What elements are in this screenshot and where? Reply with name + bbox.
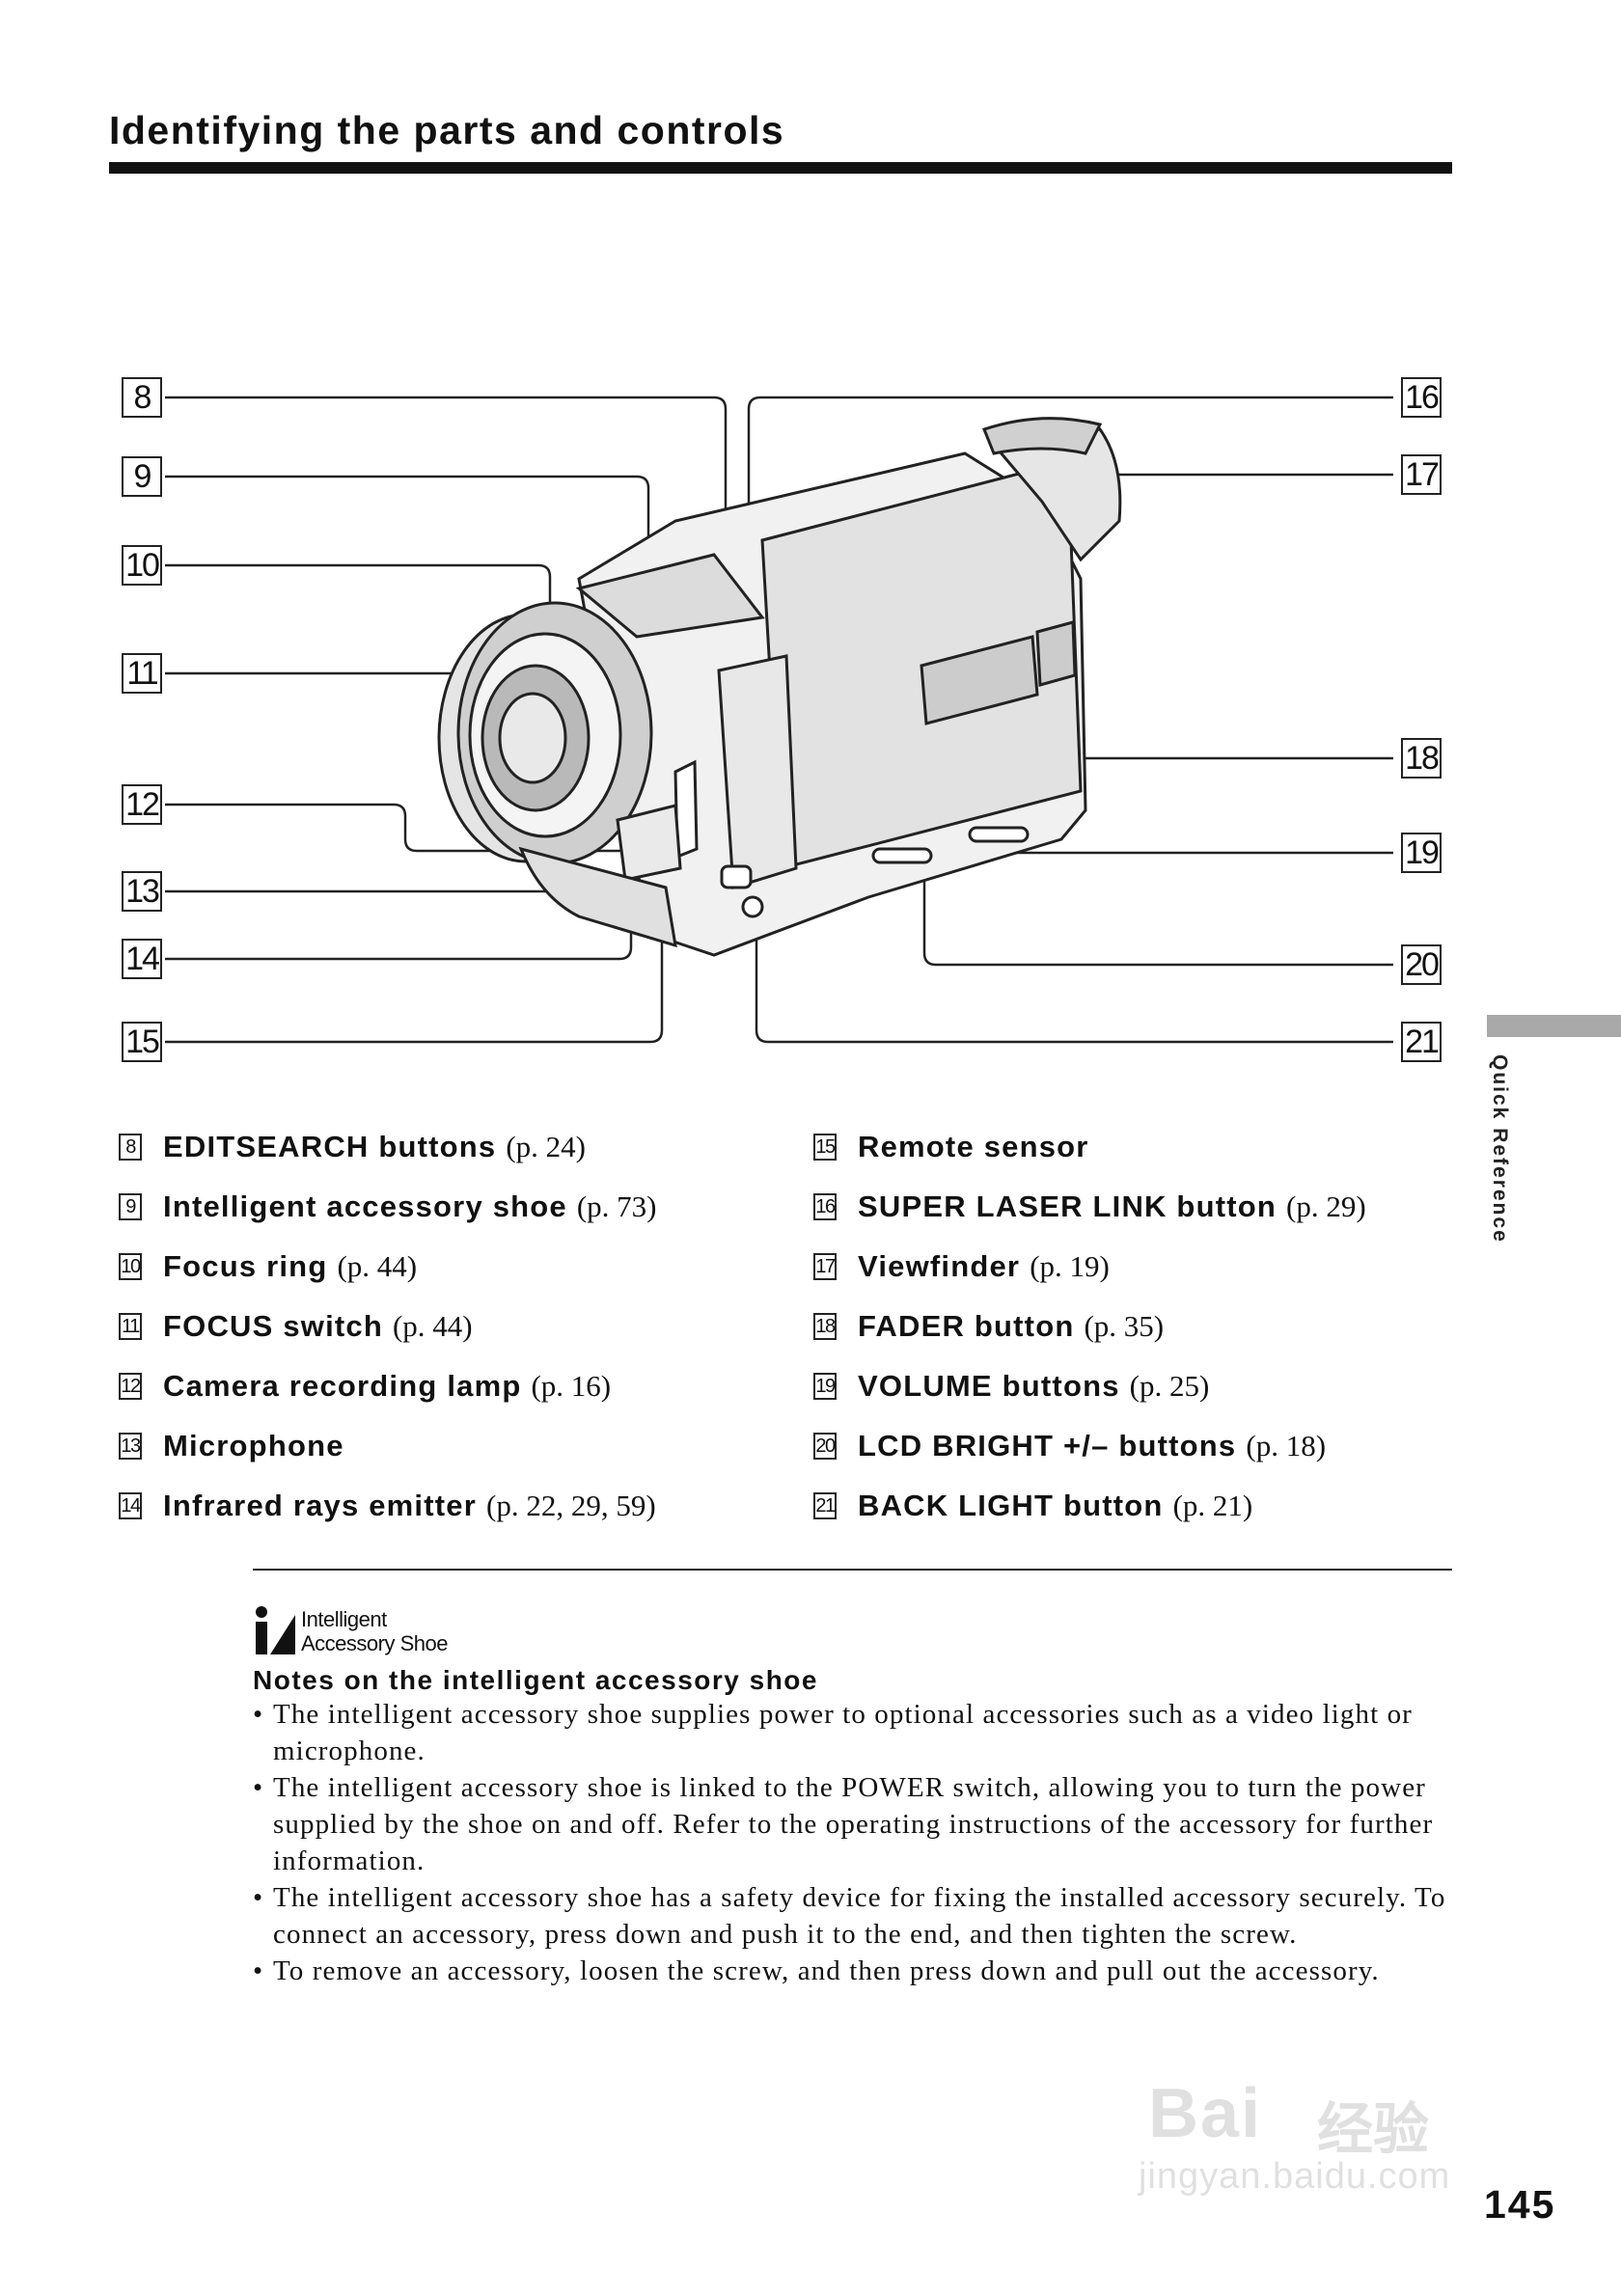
part-name: Remote sensor — [858, 1130, 1089, 1163]
page-title: Identifying the parts and controls — [109, 108, 785, 152]
item-number: 11 — [119, 1313, 142, 1340]
item-number: 18 — [813, 1313, 837, 1340]
note-item: The intelligent accessory shoe has a saf… — [253, 1879, 1459, 1953]
callout-13: 13 — [122, 871, 162, 912]
callout-20: 20 — [1401, 944, 1442, 985]
callout-18: 18 — [1401, 738, 1442, 779]
list-item: 20 LCD BRIGHT +/– buttons (p. 18) — [813, 1416, 1366, 1476]
camcorder-diagram: 8 9 10 11 12 13 14 15 16 17 18 19 20 21 — [0, 0, 1621, 1080]
page-reference: (p. 24) — [506, 1130, 587, 1163]
callout-21: 21 — [1401, 1022, 1442, 1062]
page-number: 145 — [1484, 2182, 1556, 2227]
item-number: 19 — [813, 1373, 837, 1400]
item-number: 16 — [813, 1193, 837, 1220]
item-number: 15 — [813, 1134, 837, 1161]
info-i-icon — [256, 1606, 295, 1654]
note-item: To remove an accessory, loosen the screw… — [253, 1953, 1459, 1989]
part-name: FADER button — [858, 1309, 1075, 1343]
part-name: Intelligent accessory shoe — [163, 1189, 567, 1223]
callout-9: 9 — [122, 456, 162, 497]
item-number: 17 — [813, 1253, 837, 1280]
part-name: LCD BRIGHT +/– buttons — [858, 1429, 1237, 1462]
notes-list: The intelligent accessory shoe supplies … — [253, 1696, 1459, 1989]
part-name: Microphone — [163, 1429, 344, 1462]
callout-11: 11 — [122, 653, 162, 694]
list-item: 15 Remote sensor — [813, 1117, 1366, 1177]
item-number: 8 — [119, 1134, 142, 1161]
item-number: 20 — [813, 1433, 837, 1460]
section-label: Quick Reference — [1489, 1054, 1511, 1244]
part-name: Camera recording lamp — [163, 1369, 522, 1403]
page-reference: (p. 29) — [1286, 1189, 1366, 1223]
parts-list-left: 8 EDITSEARCH buttons (p. 24) 9 Intelligent … — [119, 1117, 657, 1536]
item-number: 13 — [119, 1433, 142, 1460]
callout-16: 16 — [1401, 377, 1442, 418]
page-reference: (p. 73) — [576, 1189, 657, 1223]
list-item: 13 Microphone — [119, 1416, 657, 1476]
callout-10: 10 — [122, 545, 162, 586]
part-name: VOLUME buttons — [858, 1369, 1120, 1403]
page-reference: (p. 25) — [1129, 1369, 1210, 1403]
part-name: SUPER LASER LINK button — [858, 1189, 1278, 1223]
list-item: 16 SUPER LASER LINK button(p. 29) — [813, 1177, 1366, 1237]
page-reference: (p. 44) — [337, 1249, 418, 1283]
logo-text: Intelligent Accessory Shoe — [301, 1607, 448, 1655]
logo-line-2: Accessory Shoe — [301, 1631, 448, 1655]
page-reference: (p. 18) — [1246, 1429, 1327, 1462]
list-item: 10 Focus ring (p. 44) — [119, 1237, 657, 1297]
list-item: 19 VOLUME buttons (p. 25) — [813, 1356, 1366, 1416]
part-name: Infrared rays emitter — [163, 1489, 477, 1522]
camcorder-illustration — [165, 396, 1393, 1044]
part-name: EDITSEARCH buttons — [163, 1130, 497, 1163]
page-reference: (p. 44) — [392, 1309, 473, 1343]
page-reference: (p. 35) — [1084, 1309, 1165, 1343]
callout-19: 19 — [1401, 833, 1442, 873]
watermark-text: 经验 — [1317, 2096, 1430, 2162]
baidu-watermark: Bai 经验 jingyan.baidu.com — [1139, 2074, 1525, 2200]
list-item: 21 BACK LIGHT button(p. 21) — [813, 1476, 1366, 1536]
list-item: 14 Infrared rays emitter (p. 22, 29, 59) — [119, 1476, 657, 1536]
page-reference: (p. 22, 29, 59) — [486, 1489, 656, 1522]
part-name: Focus ring — [163, 1249, 328, 1283]
list-item: 9 Intelligent accessory shoe (p. 73) — [119, 1177, 657, 1237]
callout-14: 14 — [122, 939, 162, 979]
callout-15: 15 — [122, 1022, 162, 1062]
callout-8: 8 — [122, 377, 162, 418]
list-item: 12 Camera recording lamp (p. 16) — [119, 1356, 657, 1416]
part-name: BACK LIGHT button — [858, 1489, 1164, 1522]
list-item: 8 EDITSEARCH buttons (p. 24) — [119, 1117, 657, 1177]
item-number: 14 — [119, 1492, 142, 1519]
item-number: 9 — [119, 1193, 142, 1220]
item-number: 12 — [119, 1373, 142, 1400]
page-reference: (p. 19) — [1030, 1249, 1110, 1283]
list-item: 11 FOCUS switch (p. 44) — [119, 1297, 657, 1356]
list-item: 18 FADER button (p. 35) — [813, 1297, 1366, 1356]
item-number: 21 — [813, 1492, 837, 1519]
section-tab — [1487, 1015, 1621, 1037]
watermark-url: jingyan.baidu.com — [1139, 2156, 1451, 2197]
callout-12: 12 — [122, 784, 162, 825]
list-item: 17 Viewfinder (p. 19) — [813, 1237, 1366, 1297]
notes-divider — [253, 1569, 1452, 1571]
note-item: The intelligent accessory shoe is linked… — [253, 1769, 1459, 1879]
part-name: Viewfinder — [858, 1249, 1021, 1283]
part-name: FOCUS switch — [163, 1309, 383, 1343]
intelligent-accessory-shoe-logo: Intelligent Accessory Shoe — [253, 1605, 448, 1655]
watermark-text: Bai — [1148, 2075, 1263, 2152]
item-number: 10 — [119, 1253, 142, 1280]
page-reference: (p. 21) — [1172, 1489, 1253, 1522]
logo-line-1: Intelligent — [301, 1607, 387, 1631]
page-reference: (p. 16) — [531, 1369, 612, 1403]
note-item: The intelligent accessory shoe supplies … — [253, 1696, 1459, 1769]
notes-heading: Notes on the intelligent accessory shoe — [253, 1665, 818, 1695]
callout-17: 17 — [1401, 454, 1442, 495]
title-rule — [109, 162, 1452, 174]
parts-list-right: 15 Remote sensor 16 SUPER LASER LINK butto… — [813, 1117, 1366, 1536]
